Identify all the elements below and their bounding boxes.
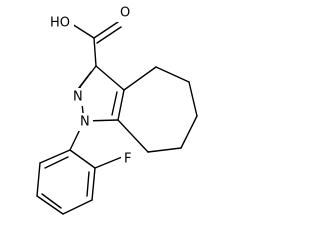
bond-ph5-ph6: [36, 162, 41, 197]
bond-carboxyl-c-o-double-b: [96, 26, 122, 44]
bond-c7-c8: [147, 147, 182, 153]
bond-ph2-f: [94, 156, 123, 169]
fluorine-label-bg: [121, 150, 135, 168]
bond-c5-c6: [188, 81, 198, 117]
bond-carboxyl-c-oh: [71, 23, 95, 39]
carbonyl-o-label-bg: [117, 4, 133, 22]
pyrazole-n2-label: N: [73, 90, 83, 105]
bond-ph2-ph3: [91, 167, 96, 201]
bond-c8-c7a: [117, 119, 149, 153]
pyrazole-n2-label-bg: [70, 88, 86, 106]
carboxyl-oh-label-bg: [48, 14, 74, 32]
bond-c7a-c3a: [117, 89, 125, 121]
bond-ph6-ph1-inner: [44, 156, 69, 169]
bond-c7a-c3a-inner: [111, 91, 118, 116]
bond-c4-c5: [155, 66, 190, 83]
bond-c3a-c4: [123, 66, 157, 91]
bond-ph6-ph1: [39, 149, 71, 164]
molecule-structure-diagram: HO O N N F: [36, 4, 198, 215]
bond-ph4-ph5-inner: [41, 193, 62, 209]
carboxyl-oh-label: HO: [50, 16, 70, 31]
bond-ph2-ph3-inner: [86, 171, 90, 197]
bond-c3-n2-inner: [77, 71, 92, 90]
bond-c3a-c3: [95, 65, 125, 91]
bond-c3-carboxyl-c: [93, 37, 97, 67]
bond-ph1-ph2: [69, 149, 96, 169]
bond-c6-c7: [180, 115, 198, 149]
bond-carboxyl-c-o-double-a: [93, 21, 119, 39]
pyrazole-n1-label-bg: [77, 113, 93, 131]
fluorine-label: F: [124, 152, 131, 167]
bond-ph4-ph5: [36, 195, 64, 215]
carbonyl-o-label: O: [120, 6, 130, 21]
pyrazole-n1-label: N: [80, 115, 90, 130]
bond-ph3-ph4: [62, 199, 93, 215]
